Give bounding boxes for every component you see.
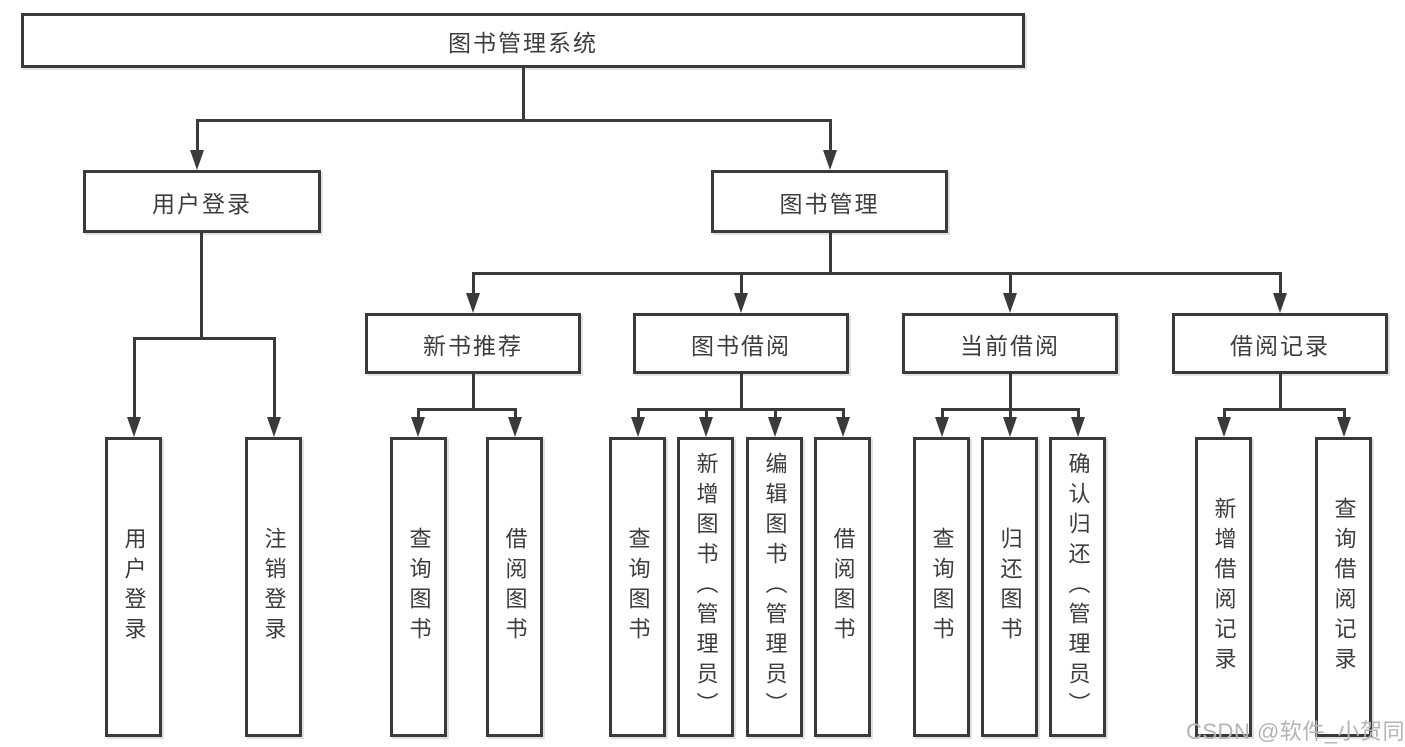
arrow-down-icon bbox=[267, 417, 281, 437]
arrow-down-icon bbox=[1273, 293, 1287, 313]
connector-drop bbox=[416, 408, 420, 419]
connector-drop bbox=[1076, 408, 1080, 419]
connector-drop bbox=[1008, 408, 1012, 419]
node-current-borrowing: 当前借阅 bbox=[902, 313, 1118, 374]
leaf-return-books: 归还图书 bbox=[981, 437, 1038, 737]
arrow-down-icon bbox=[190, 150, 204, 170]
leaf-logout: 注销登录 bbox=[245, 437, 302, 737]
connector-rail bbox=[195, 119, 832, 122]
arrow-down-icon bbox=[823, 150, 837, 170]
arrow-down-icon bbox=[508, 417, 522, 437]
arrow-down-icon bbox=[631, 417, 645, 437]
leaf-query-books-recommend: 查询图书 bbox=[390, 437, 447, 737]
arrow-down-icon bbox=[1003, 417, 1017, 437]
connector-drop bbox=[1222, 408, 1226, 419]
node-borrowing-records-label: 借阅记录 bbox=[1230, 332, 1330, 359]
leaf-user-login-label: 用户登录 bbox=[121, 527, 147, 647]
connector-drop bbox=[272, 337, 276, 419]
connector-stub bbox=[1278, 374, 1282, 411]
connector-stub bbox=[828, 233, 832, 275]
leaf-add-books-admin: 新增图书（管理员） bbox=[677, 437, 734, 737]
leaf-borrow-books-recommend: 借阅图书 bbox=[486, 437, 543, 737]
connector-rail bbox=[416, 408, 517, 411]
connector-drop bbox=[513, 408, 517, 419]
connector-drop bbox=[841, 408, 845, 419]
arrow-down-icon bbox=[1217, 417, 1231, 437]
connector-drop bbox=[940, 408, 944, 419]
leaf-add-borrow-record: 新增借阅记录 bbox=[1195, 437, 1252, 737]
connector-drop bbox=[1278, 272, 1282, 295]
connector-stub bbox=[739, 374, 743, 411]
leaf-logout-label: 注销登录 bbox=[261, 527, 287, 647]
connector-drop bbox=[704, 408, 708, 419]
connector-drop bbox=[828, 119, 832, 152]
leaf-query-books-current: 查询图书 bbox=[913, 437, 970, 737]
connector-stub bbox=[471, 374, 475, 411]
leaf-add-borrow-record-label: 新增借阅记录 bbox=[1211, 497, 1237, 677]
connector-stub bbox=[521, 68, 525, 121]
connector-drop bbox=[1008, 272, 1012, 295]
leaf-edit-books-admin: 编辑图书（管理员） bbox=[746, 437, 803, 737]
node-book-management: 图书管理 bbox=[711, 170, 948, 233]
leaf-return-books-label: 归还图书 bbox=[997, 527, 1023, 647]
connector-drop bbox=[636, 408, 640, 419]
arrow-down-icon bbox=[699, 417, 713, 437]
leaf-confirm-return-admin: 确认归还（管理员） bbox=[1049, 437, 1106, 737]
leaf-query-books-borrowing: 查询图书 bbox=[609, 437, 666, 737]
node-new-book-recommend: 新书推荐 bbox=[365, 313, 581, 374]
leaf-borrow-books-label: 借阅图书 bbox=[830, 527, 856, 647]
arrow-down-icon bbox=[935, 417, 949, 437]
leaf-query-books-borrowing-label: 查询图书 bbox=[625, 527, 651, 647]
node-book-borrowing: 图书借阅 bbox=[633, 313, 849, 374]
node-user-login-label: 用户登录 bbox=[152, 190, 252, 217]
connector-stub bbox=[1008, 374, 1012, 411]
arrow-down-icon bbox=[127, 417, 141, 437]
leaf-edit-books-admin-label: 编辑图书（管理员） bbox=[762, 452, 788, 722]
node-current-borrowing-label: 当前借阅 bbox=[960, 332, 1060, 359]
connector-stub bbox=[199, 233, 203, 340]
arrow-down-icon bbox=[1003, 293, 1017, 313]
connector-rail bbox=[471, 272, 1282, 275]
connector-rail bbox=[132, 337, 276, 340]
watermark: CSDN @软件_小贺同学 bbox=[1186, 719, 1405, 744]
arrow-down-icon bbox=[411, 417, 425, 437]
node-library-management-system: 图书管理系统 bbox=[21, 13, 1025, 68]
node-user-login: 用户登录 bbox=[83, 170, 321, 233]
leaf-query-borrow-record-label: 查询借阅记录 bbox=[1331, 497, 1357, 677]
leaf-user-login: 用户登录 bbox=[105, 437, 162, 737]
leaf-borrow-books-recommend-label: 借阅图书 bbox=[502, 527, 528, 647]
node-library-management-system-label: 图书管理系统 bbox=[448, 29, 598, 56]
connector-rail bbox=[1222, 408, 1346, 411]
arrow-down-icon bbox=[466, 293, 480, 313]
connector-rail bbox=[636, 408, 845, 411]
leaf-query-books-current-label: 查询图书 bbox=[929, 527, 955, 647]
connector-drop bbox=[1342, 408, 1346, 419]
arrow-down-icon bbox=[768, 417, 782, 437]
arrow-down-icon bbox=[734, 293, 748, 313]
connector-drop bbox=[471, 272, 475, 295]
leaf-add-books-admin-label: 新增图书（管理员） bbox=[693, 452, 719, 722]
arrow-down-icon bbox=[1071, 417, 1085, 437]
connector-drop bbox=[773, 408, 777, 419]
node-book-borrowing-label: 图书借阅 bbox=[691, 332, 791, 359]
connector-drop bbox=[739, 272, 743, 295]
node-borrowing-records: 借阅记录 bbox=[1172, 313, 1388, 374]
connector-drop bbox=[132, 337, 136, 419]
node-book-management-label: 图书管理 bbox=[779, 190, 880, 217]
connector-drop bbox=[195, 119, 199, 152]
leaf-query-books-recommend-label: 查询图书 bbox=[406, 527, 432, 647]
node-new-book-recommend-label: 新书推荐 bbox=[423, 332, 523, 359]
leaf-confirm-return-admin-label: 确认归还（管理员） bbox=[1065, 452, 1091, 722]
leaf-borrow-books: 借阅图书 bbox=[814, 437, 871, 737]
arrow-down-icon bbox=[1337, 417, 1351, 437]
leaf-query-borrow-record: 查询借阅记录 bbox=[1315, 437, 1372, 737]
arrow-down-icon bbox=[836, 417, 850, 437]
